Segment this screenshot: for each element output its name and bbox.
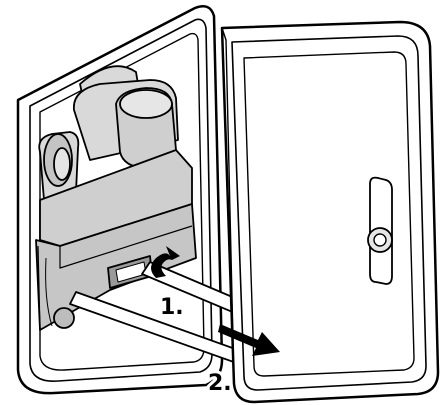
door-lock: [367, 176, 393, 285]
hatch-door: [220, 20, 440, 404]
step-2-label: 2.: [208, 371, 232, 396]
step-1-arrow: [151, 246, 180, 278]
toilet-cassette: [35, 65, 197, 331]
step-1-label: 1.: [160, 295, 184, 320]
step-2-arrow: [218, 324, 280, 356]
